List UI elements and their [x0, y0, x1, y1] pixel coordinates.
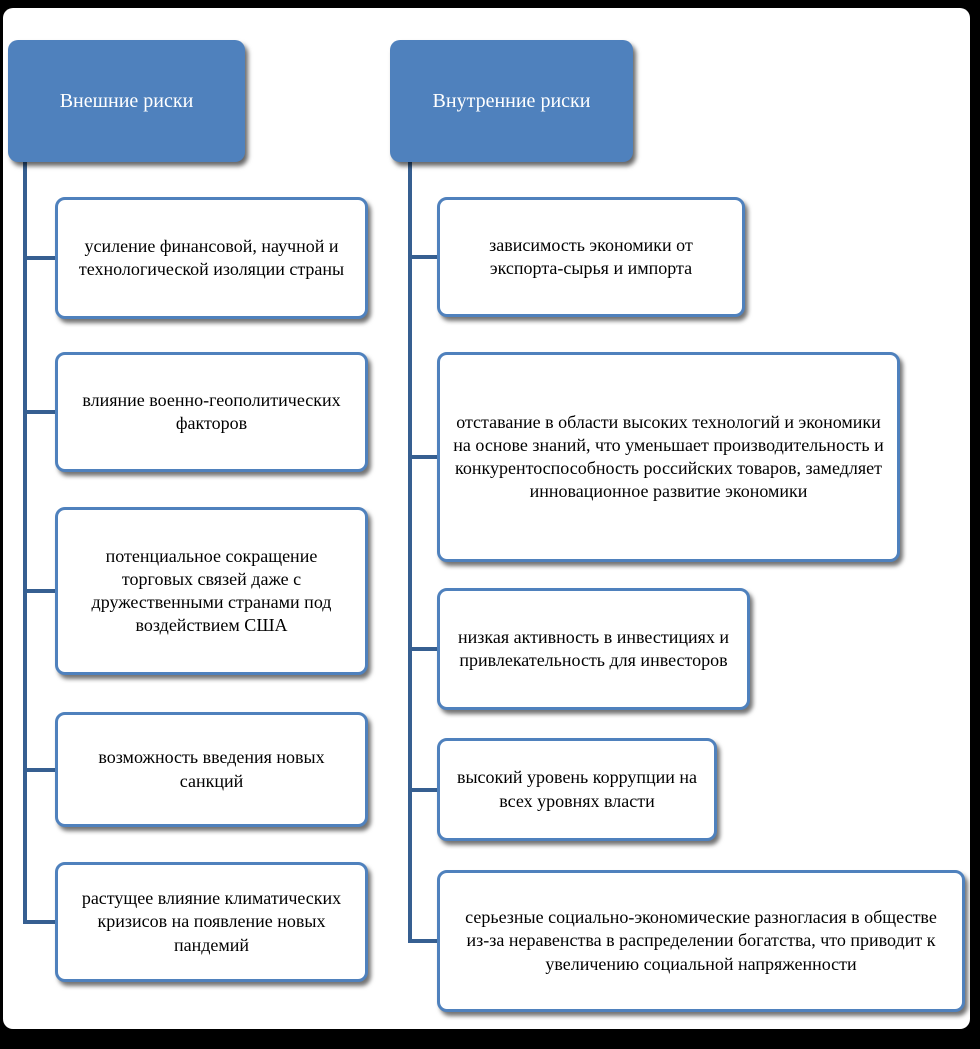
risk-item-external-4: возможность введения новых санкций [55, 712, 368, 827]
risk-item-text: растущее влияние климатических кризисов … [81, 888, 342, 955]
header-internal-risks-label: Внутренние риски [432, 89, 591, 112]
connector-line [408, 647, 437, 651]
connector-line [23, 920, 55, 924]
connector-line [23, 256, 55, 260]
connector-line [23, 410, 55, 414]
risk-item-external-2: влияние военно-геополитических факторов [55, 352, 368, 472]
header-internal-risks: Внутренние риски [390, 40, 633, 162]
connector-line [408, 255, 437, 259]
risk-item-text: низкая активность в инвестициях и привле… [457, 626, 730, 670]
risk-item-external-1: усиление финансовой, научной и технологи… [55, 197, 368, 319]
risk-item-internal-4: высокий уровень коррупции на всех уровня… [437, 738, 717, 841]
risk-item-text: высокий уровень коррупции на всех уровня… [456, 767, 698, 811]
connector-line [23, 160, 27, 922]
risk-item-internal-1: зависимость экономики от экспорта-сырья … [437, 197, 745, 317]
connector-line [23, 768, 55, 772]
connector-line [408, 455, 437, 459]
risk-item-internal-3: низкая активность в инвестициях и привле… [437, 588, 750, 710]
connector-line [408, 939, 437, 943]
connector-line [23, 589, 55, 593]
risk-item-text: усиление финансовой, научной и технологи… [78, 235, 345, 279]
risk-item-internal-5: серьезные социально-экономические разног… [437, 870, 965, 1012]
risk-item-external-3: потенциальное сокращение торговых связей… [55, 507, 368, 675]
risk-item-text: потенциальное сокращение торговых связей… [91, 545, 332, 636]
risk-item-text: серьезные социально-экономические разног… [465, 907, 937, 974]
risk-item-text: влияние военно-геополитических факторов [82, 389, 341, 433]
risk-item-external-5: растущее влияние климатических кризисов … [55, 862, 368, 982]
risk-item-internal-2: отставание в области высоких технологий … [437, 352, 900, 562]
connector-line [408, 788, 437, 792]
risk-item-text: возможность введения новых санкций [98, 747, 325, 791]
risk-item-text: отставание в области высоких технологий … [453, 411, 884, 502]
header-external-risks: Внешние риски [8, 40, 245, 162]
risk-item-text: зависимость экономики от экспорта-сырья … [489, 234, 693, 278]
connector-line [408, 160, 412, 941]
header-external-risks-label: Внешние риски [59, 89, 194, 112]
